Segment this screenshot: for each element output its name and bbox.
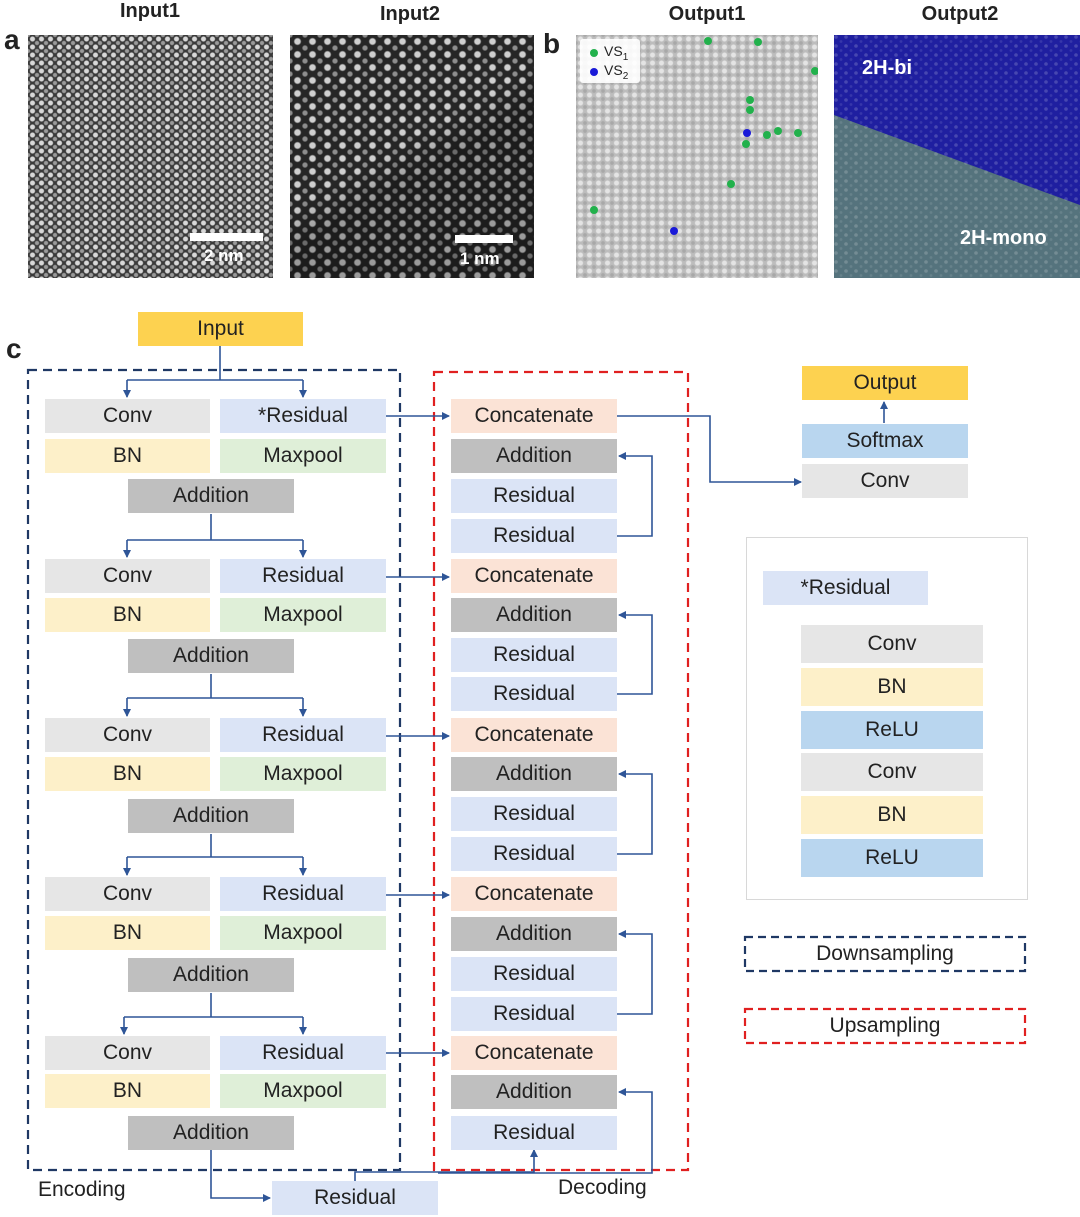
enc5-maxpool: Maxpool (220, 1074, 386, 1108)
downsampling-legend: Downsampling (816, 942, 954, 965)
input2-scalebar (455, 235, 513, 243)
dec4-residual-a: Residual (451, 957, 617, 991)
enc3-bn: BN (45, 757, 210, 791)
legend-conv-2: Conv (801, 753, 983, 791)
region-2h-bi-label: 2H-bi (862, 57, 912, 79)
vs2-point (743, 129, 751, 137)
vs1-point (754, 38, 762, 46)
output1-title: Output1 (668, 3, 746, 25)
vs1-point (746, 106, 754, 114)
enc2-addition: Addition (128, 639, 294, 673)
input1-image: 2 nm (28, 35, 273, 278)
output2-title: Output2 (921, 3, 999, 25)
panel-c-label: c (6, 333, 22, 364)
vs1-point (590, 206, 598, 214)
input2-title: Input2 (380, 3, 440, 25)
dec2-residual-b: Residual (451, 677, 617, 711)
dec3-residual-a: Residual (451, 797, 617, 831)
input1-title: Input1 (120, 0, 180, 22)
legend-bn-1: BN (801, 668, 983, 706)
dec4-residual-b: Residual (451, 997, 617, 1031)
dec3-concatenate: Concatenate (451, 718, 617, 752)
enc1-addition: Addition (128, 479, 294, 513)
decoding-caption: Decoding (558, 1176, 647, 1199)
enc4-residual: Residual (220, 877, 386, 911)
vs1-point (811, 67, 818, 75)
vs1-label: VS1 (604, 43, 629, 63)
dec1-residual-a: Residual (451, 479, 617, 513)
dec2-addition: Addition (451, 598, 617, 632)
output2-segmentation (834, 35, 1080, 278)
vs2-point (670, 227, 678, 235)
input2-scale-label: 1 nm (460, 249, 500, 268)
vs1-point (794, 129, 802, 137)
enc2-bn: BN (45, 598, 210, 632)
output-conv: Conv (802, 464, 968, 498)
enc5-conv: Conv (45, 1036, 210, 1070)
dec3-addition: Addition (451, 757, 617, 791)
vs2-label: VS2 (604, 62, 629, 82)
enc4-maxpool: Maxpool (220, 916, 386, 950)
enc2-residual: Residual (220, 559, 386, 593)
enc1-maxpool: Maxpool (220, 439, 386, 473)
legend-relu-1: ReLU (801, 711, 983, 749)
enc4-conv: Conv (45, 877, 210, 911)
enc1-conv: Conv (45, 399, 210, 433)
panel-b-label: b (543, 28, 561, 59)
panel-a-label: a (4, 24, 20, 55)
input2-image: 1 nm (290, 35, 534, 278)
residual-legend-frame (746, 537, 1028, 900)
enc1-bn: BN (45, 439, 210, 473)
vs1-point (774, 127, 782, 135)
vs1-dot (590, 49, 598, 57)
enc2-conv: Conv (45, 559, 210, 593)
enc5-addition: Addition (128, 1116, 294, 1150)
legend-conv-1: Conv (801, 625, 983, 663)
vs1-point (763, 131, 771, 139)
input1-scalebar (190, 233, 263, 241)
enc3-maxpool: Maxpool (220, 757, 386, 791)
enc5-bn: BN (45, 1074, 210, 1108)
enc1-residual-star: *Residual (220, 399, 386, 433)
dec1-addition: Addition (451, 439, 617, 473)
dec1-concatenate: Concatenate (451, 399, 617, 433)
dec2-concatenate: Concatenate (451, 559, 617, 593)
enc3-conv: Conv (45, 718, 210, 752)
dec4-addition: Addition (451, 917, 617, 951)
output-softmax: Softmax (802, 424, 968, 458)
dec5-residual: Residual (451, 1116, 617, 1150)
dec3-residual-b: Residual (451, 837, 617, 871)
output1-legend: VS1 VS2 (580, 39, 640, 83)
enc3-addition: Addition (128, 799, 294, 833)
region-2h-mono-label: 2H-mono (960, 227, 1047, 249)
enc4-bn: BN (45, 916, 210, 950)
output-block: Output (802, 366, 968, 400)
legend-relu-2: ReLU (801, 839, 983, 877)
enc5-residual: Residual (220, 1036, 386, 1070)
enc4-addition: Addition (128, 958, 294, 992)
input-block: Input (138, 312, 303, 346)
legend-bn-2: BN (801, 796, 983, 834)
enc2-maxpool: Maxpool (220, 598, 386, 632)
dec1-residual-b: Residual (451, 519, 617, 553)
upsampling-legend: Upsampling (829, 1014, 941, 1037)
vs1-point (704, 37, 712, 45)
dec2-residual-a: Residual (451, 638, 617, 672)
vs1-point (746, 96, 754, 104)
dec5-concatenate: Concatenate (451, 1036, 617, 1070)
bottleneck-residual: Residual (272, 1181, 438, 1215)
legend-residual-star: *Residual (763, 571, 928, 605)
vs2-dot (590, 68, 598, 76)
enc3-residual: Residual (220, 718, 386, 752)
output1-image: VS1 VS2 (576, 35, 818, 278)
encoding-caption: Encoding (38, 1178, 126, 1201)
vs1-point (727, 180, 735, 188)
input1-scale-label: 2 nm (204, 246, 244, 265)
dec4-concatenate: Concatenate (451, 877, 617, 911)
vs1-point (742, 140, 750, 148)
output2-image: 2H-bi 2H-mono (834, 35, 1080, 278)
dec5-addition: Addition (451, 1075, 617, 1109)
